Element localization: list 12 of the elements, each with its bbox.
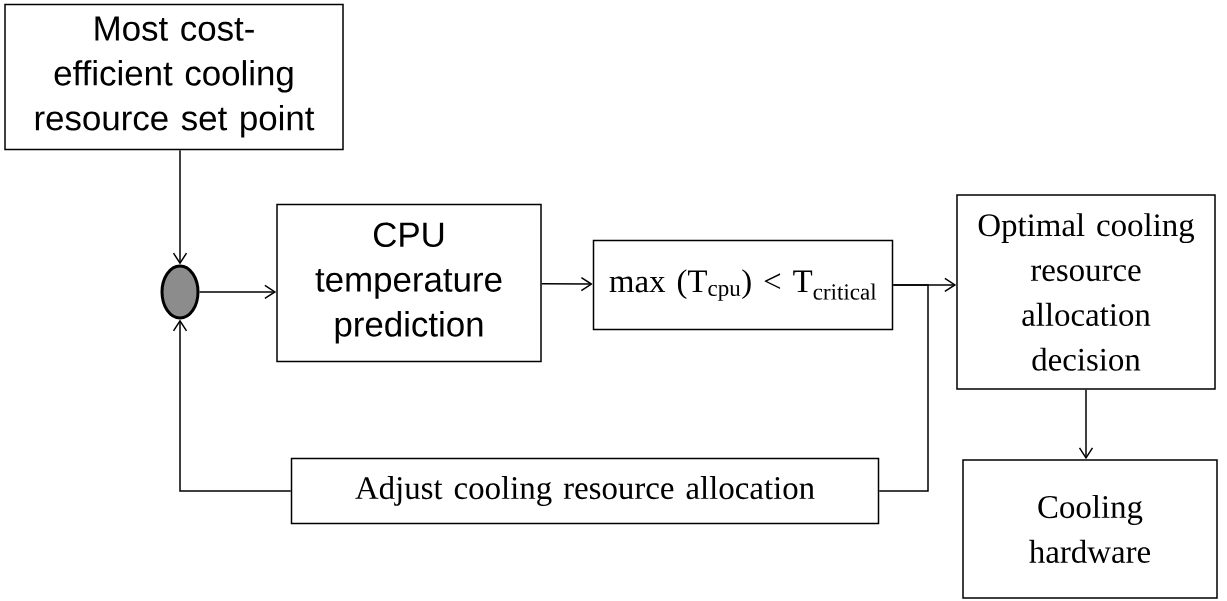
arrow — [198, 284, 277, 300]
arrow — [172, 149, 188, 265]
summing-junction — [160, 264, 200, 320]
condition-box: max (T$_{cpu}$) < T$_{critical}$ — [592, 239, 894, 331]
process-box: Most cost-efficient cooling resource set point — [4, 3, 344, 151]
arrow — [1078, 389, 1094, 460]
arrow — [172, 319, 292, 492]
process-box: CPU temperature prediction — [276, 203, 542, 363]
process-box: Adjust cooling resource allocation — [290, 457, 880, 525]
arrow — [541, 276, 593, 292]
process-box: Optimal cooling resource allocation decision — [956, 194, 1216, 390]
process-box: Cooling hardware — [962, 459, 1218, 599]
